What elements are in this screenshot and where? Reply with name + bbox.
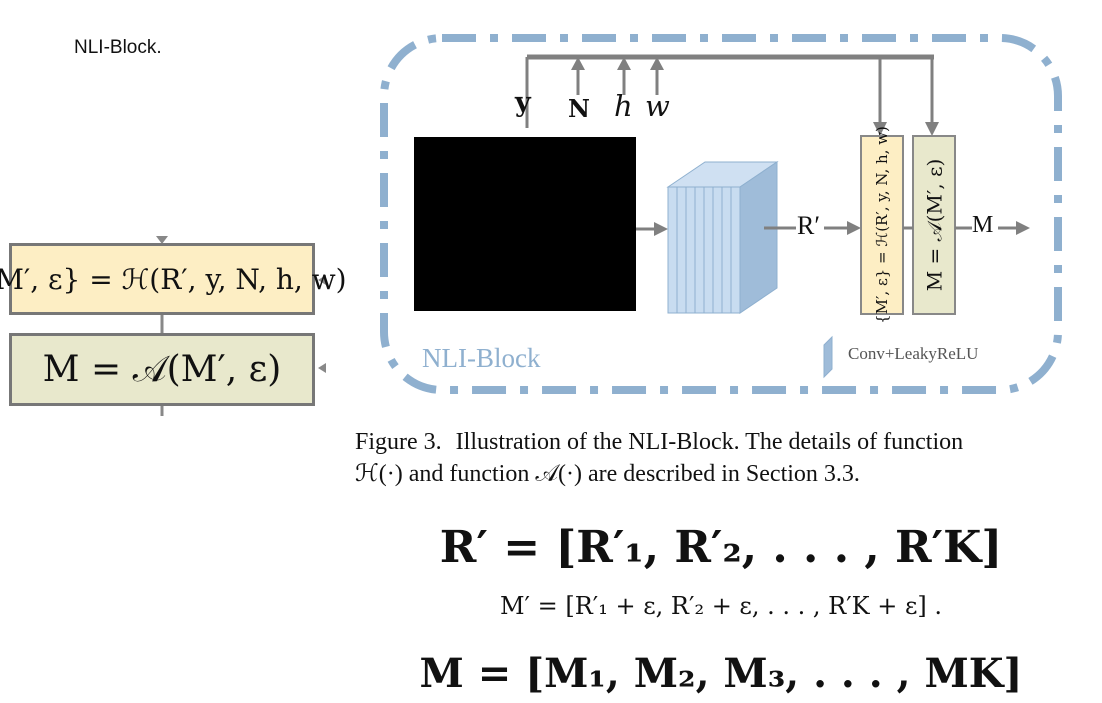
caption-line-2: ℋ(·) and function 𝒜(·) are described in … [355,461,860,487]
caption-text-1: Illustration of the NLI-Block. The detai… [455,429,964,455]
down-arrow-h [873,122,887,136]
r-prime-arrow [847,221,861,235]
function-h-vbox [860,135,904,315]
diagram-graphics [380,34,1062,394]
input-h-label: h [614,89,633,123]
function-a-text: M = 𝒜(M′, ε) [42,348,282,390]
function-h-text: {M′, ε} = ℋ(R′, y, N, h, w) [0,262,347,296]
left-top-arrowhead [156,236,168,244]
left-panel-connectors [156,236,326,416]
equation-m: M = [M₁, M₂, M₃, . . . , MK] [419,650,1023,697]
caption-line-1: Figure 3. Illustration of the NLI-Block. … [355,426,1095,458]
down-arrow-a [925,122,939,136]
conv-legend-icon [823,335,833,379]
feature-block [666,161,779,314]
equation-m-prime: M′ = [R′₁ + ε, R′₂ + ε, . . . , R′K + ε]… [499,592,943,620]
left-side-arrowhead-1 [318,275,326,285]
function-a-vtext: M = 𝒜(M′, ε) [922,158,947,292]
m-label: M [972,212,994,238]
r-prime-label: R′ [797,211,821,240]
function-a-box: M = 𝒜(M′, ε) [9,333,315,406]
function-a-vbox [912,135,956,315]
nli-block-label: NLI-Block. [74,37,162,58]
left-side-arrowhead-2 [318,363,326,373]
image-to-features-arrow [654,222,668,236]
w-arrowhead [650,57,664,70]
legend-label: Conv+LeakyReLU [848,344,979,363]
function-h-box: {M′, ε} = ℋ(R′, y, N, h, w) [0,243,347,315]
m-arrow [1016,221,1030,235]
figure-caption: Figure 3. Illustration of the NLI-Block. … [355,426,1095,490]
equation-r-prime: R′ = [R′₁, R′₂, . . . , R′K] [439,522,1003,573]
n-arrowhead [571,57,585,70]
input-n-label: N [568,94,590,123]
input-y-label: y [515,87,531,118]
block-name-label: NLI-Block [422,343,541,373]
input-image [414,137,636,311]
input-w-label: w [645,89,670,123]
h-arrowhead [617,57,631,70]
function-h-vtext: {M′, ε} = ℋ(R′, y, N, h, w) [873,126,892,324]
figure-number: Figure 3. [355,429,442,455]
